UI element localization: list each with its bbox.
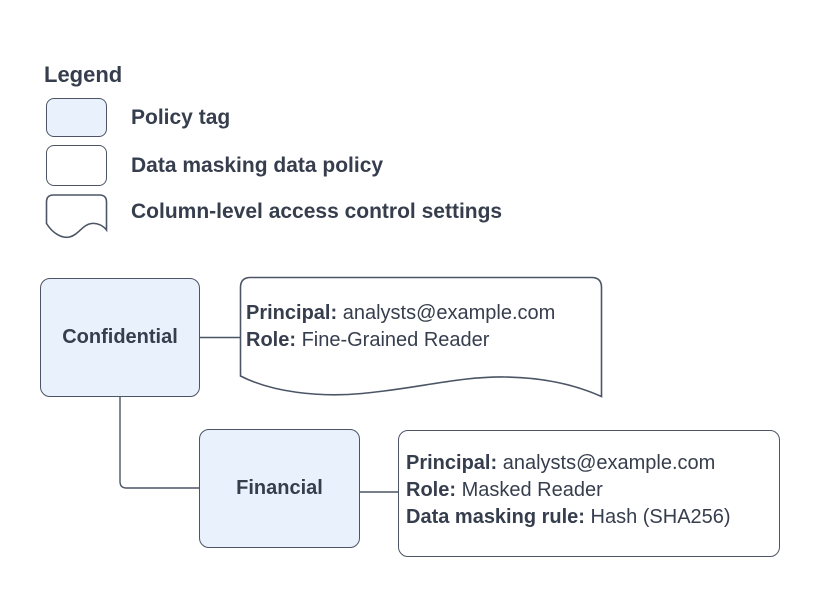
principal-label: Principal: [406, 452, 498, 474]
role-line: Role: Fine-Grained Reader [246, 327, 555, 354]
role-value: Masked Reader [461, 479, 603, 501]
policy-tag-node-financial: Financial [199, 429, 360, 548]
masking-rule-value: Hash (SHA256) [590, 506, 731, 528]
access-control-document-shape [239, 276, 603, 398]
access-control-card-text: Principal: analysts@example.com Role: Fi… [246, 300, 555, 354]
policy-tag-swatch [46, 98, 107, 137]
role-line: Role: Masked Reader [406, 477, 731, 504]
principal-line: Principal: analysts@example.com [246, 300, 555, 327]
principal-line: Principal: analysts@example.com [406, 450, 731, 477]
policy-tag-node-label: Confidential [62, 326, 178, 348]
role-label: Role: [406, 479, 456, 501]
masking-policy-card [398, 430, 780, 557]
connector-confidential-financial [119, 397, 200, 489]
masking-rule-line: Data masking rule: Hash (SHA256) [406, 504, 731, 531]
principal-label: Principal: [246, 302, 338, 324]
legend-item-label-policy-tag: Policy tag [131, 106, 231, 129]
role-value: Fine-Grained Reader [301, 329, 490, 351]
masking-policy-card-text: Principal: analysts@example.com Role: Ma… [406, 450, 731, 531]
document-swatch [45, 194, 108, 239]
principal-value: analysts@example.com [502, 452, 716, 474]
data-masking-policy-swatch [46, 145, 107, 186]
role-label: Role: [246, 329, 296, 351]
masking-rule-label: Data masking rule: [406, 506, 585, 528]
legend-item-label-data-masking-policy: Data masking data policy [131, 154, 384, 177]
legend-title: Legend [44, 62, 123, 87]
principal-value: analysts@example.com [342, 302, 556, 324]
policy-tag-node-label: Financial [236, 477, 323, 499]
policy-tag-node-confidential: Confidential [40, 278, 200, 397]
legend-item-label-access-control: Column-level access control settings [131, 200, 503, 223]
